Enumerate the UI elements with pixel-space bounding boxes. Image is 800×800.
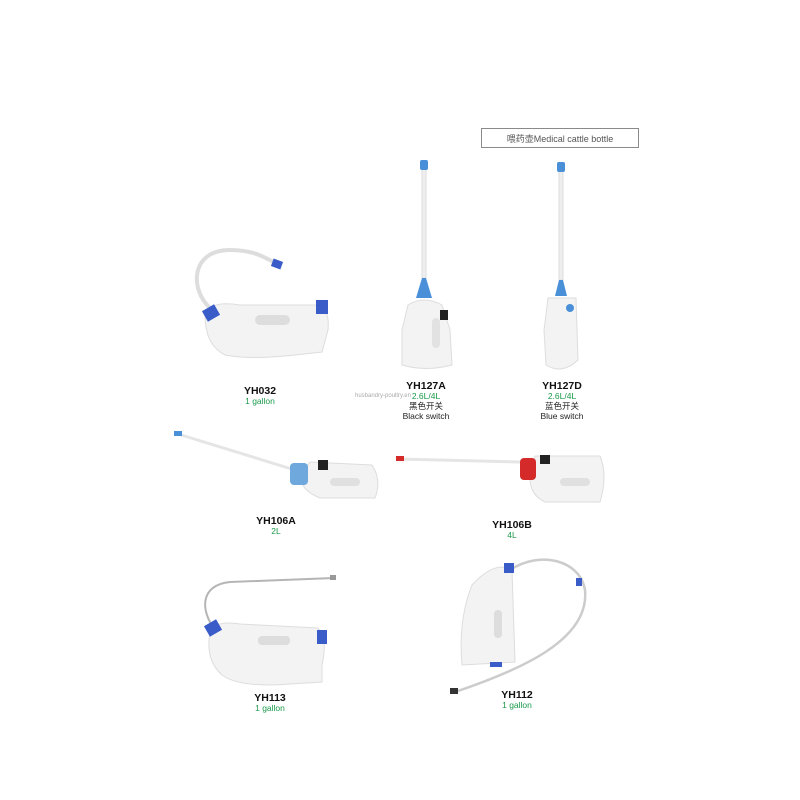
switch-en: Blue switch xyxy=(540,411,584,421)
product-label-yh106a: YH106A 2L xyxy=(216,516,336,536)
product-label-yh032: YH032 1 gallon xyxy=(200,386,320,406)
model-name: YH127D xyxy=(542,380,582,392)
yh106a-bottle-image xyxy=(174,431,379,499)
model-name: YH127A xyxy=(406,380,446,392)
model-name: YH112 xyxy=(501,689,533,701)
switch-en: Black switch xyxy=(402,411,450,421)
capacity: 2L xyxy=(271,526,281,536)
capacity: 2.6L/4L xyxy=(411,391,441,401)
switch-cn: 蓝色开关 xyxy=(544,401,579,411)
product-label-yh112: YH112 1 gallon xyxy=(457,690,577,710)
product-label-yh113: YH113 1 gallon xyxy=(210,693,330,713)
catalog-title-box: 喂药壶Medical cattle bottle xyxy=(481,128,639,148)
capacity: 4L xyxy=(507,530,517,540)
product-label-yh127a: YH127A 2.6L/4L 黑色开关 Black switch xyxy=(366,381,486,421)
model-name: YH113 xyxy=(254,692,286,704)
model-name: YH106B xyxy=(492,519,532,531)
yh113-bottle-image xyxy=(203,575,336,686)
product-label-yh127d: YH127D 2.6L/4L 蓝色开关 Blue switch xyxy=(502,381,622,421)
model-name: YH106A xyxy=(256,515,296,527)
capacity: 1 gallon xyxy=(255,703,285,713)
switch-cn: 黑色开关 xyxy=(408,401,443,411)
yh127a-bottle-image xyxy=(401,160,453,369)
catalog-title: 喂药壶Medical cattle bottle xyxy=(506,133,614,144)
yh127d-bottle-image xyxy=(543,162,579,370)
yh106b-bottle-image xyxy=(396,455,605,503)
product-label-yh106b: YH106B 4L xyxy=(452,520,572,540)
watermark: husbandry-poultry.en xyxy=(355,393,411,399)
yh112-bottle-image xyxy=(450,558,587,694)
capacity: 1 gallon xyxy=(502,700,532,710)
yh032-bottle-image xyxy=(195,247,329,358)
capacity: 1 gallon xyxy=(245,396,275,406)
capacity: 2.6L/4L xyxy=(547,391,577,401)
model-name: YH032 xyxy=(243,385,277,397)
